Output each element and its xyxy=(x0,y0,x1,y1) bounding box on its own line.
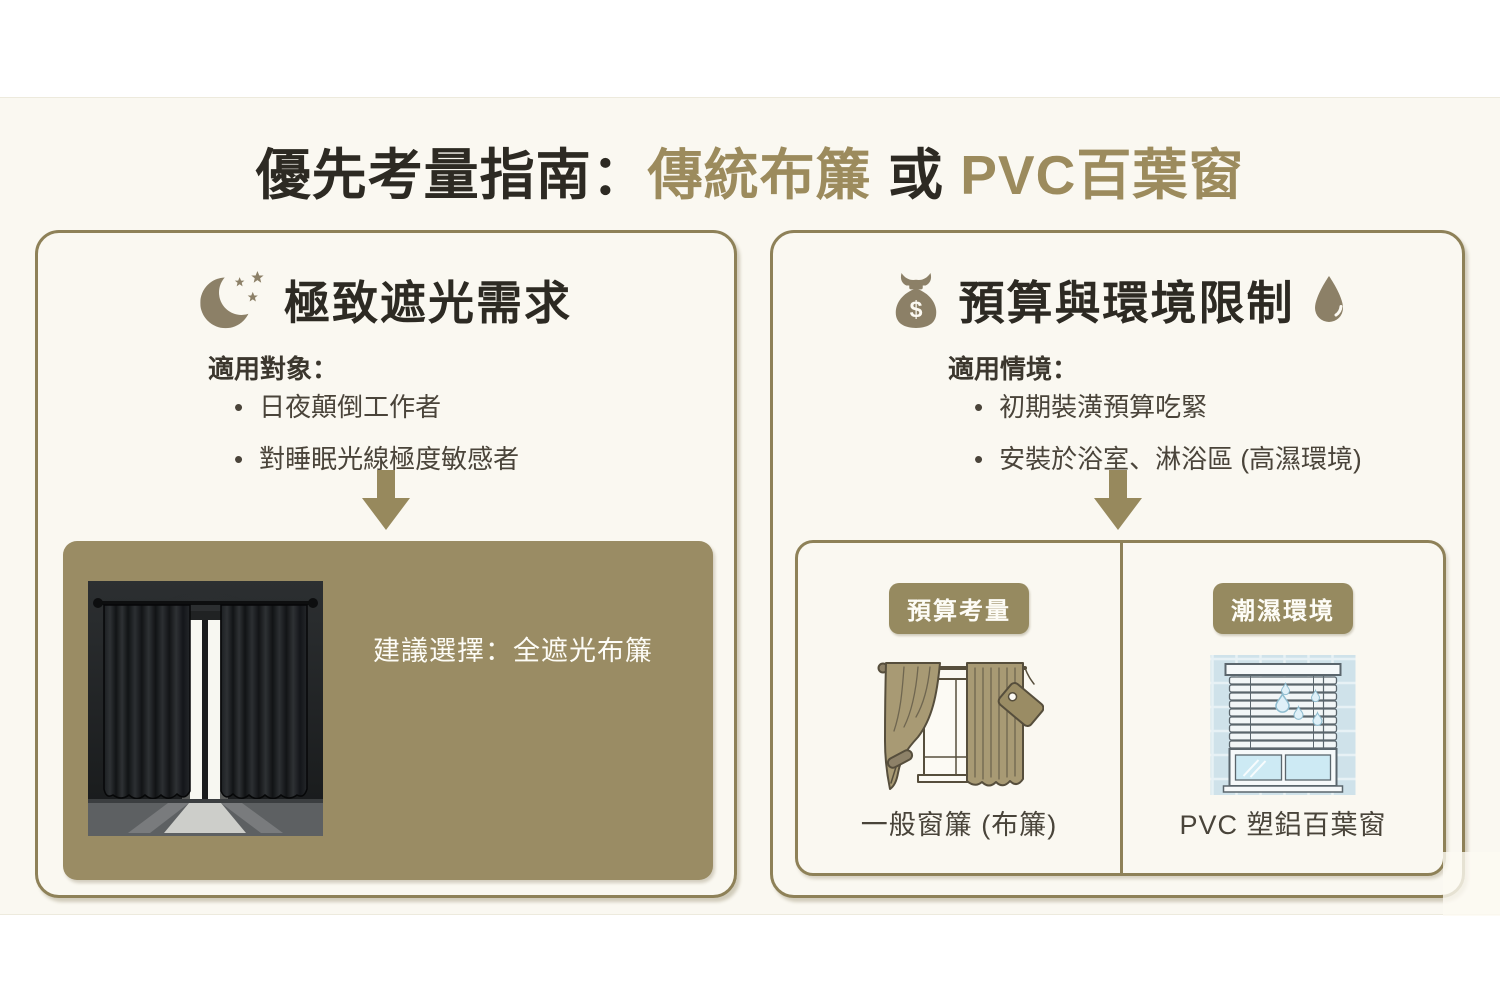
title-main: 優先考量指南： xyxy=(255,144,648,206)
blackout-result-box: 建議選擇：全遮光布簾 xyxy=(63,541,713,880)
options-comparison-box: 預算考量 xyxy=(795,540,1446,876)
title-accent-blinds: PVC百葉窗 xyxy=(960,144,1245,206)
option-humidity-label: PVC 塑鋁百葉窗 xyxy=(1179,810,1387,840)
panel-budget-header: $ 預算與環境限制 xyxy=(773,267,1462,333)
option-budget: 預算考量 xyxy=(798,543,1120,873)
down-arrow-icon-left xyxy=(358,470,414,535)
list-item: 安裝於浴室、淋浴區 (高濕環境) xyxy=(974,439,1362,476)
svg-text:$: $ xyxy=(909,296,922,322)
list-item: 初期裝潢預算吃緊 xyxy=(974,387,1362,424)
blackout-target-list: 日夜顛倒工作者 對睡眠光線極度敏感者 xyxy=(234,387,519,491)
panel-blackout-header: 極致遮光需求 xyxy=(38,267,734,333)
option-humidity: 潮濕環境 xyxy=(1120,543,1443,873)
humidity-badge: 潮濕環境 xyxy=(1213,583,1353,634)
panel-budget-environment: $ 預算與環境限制 適用情境： 初期裝潢預算吃緊 安裝於浴室、淋浴區 (高濕環境… xyxy=(770,230,1465,898)
blackout-recommendation: 建議選擇：全遮光布簾 xyxy=(373,636,653,666)
water-drop-icon xyxy=(1314,276,1343,322)
blackout-curtains-illustration xyxy=(88,581,323,836)
fabric-curtain-price-tag-illustration xyxy=(877,662,1044,790)
panel-budget-title: 預算與環境限制 xyxy=(958,277,1295,329)
option-budget-label: 一般窗簾 (布簾) xyxy=(860,810,1058,840)
corner-fade-patch xyxy=(1443,852,1500,916)
budget-context-list: 初期裝潢預算吃緊 安裝於浴室、淋浴區 (高濕環境) xyxy=(974,387,1362,491)
budget-badge: 預算考量 xyxy=(889,583,1029,634)
down-arrow-icon-right xyxy=(1090,470,1146,535)
pvc-blinds-illustration xyxy=(1210,655,1356,795)
budget-context-label: 適用情境： xyxy=(948,354,1079,384)
moon-stars-icon xyxy=(200,271,264,329)
panel-blackout-need: 極致遮光需求 適用對象： 日夜顛倒工作者 對睡眠光線極度敏感者 xyxy=(35,230,737,898)
money-bag-icon: $ xyxy=(895,273,936,328)
panel-blackout-title: 極致遮光需求 xyxy=(284,277,572,329)
list-item: 對睡眠光線極度敏感者 xyxy=(234,439,519,476)
title-conjunction: 或 xyxy=(871,144,961,206)
title-accent-curtain: 傳統布簾 xyxy=(647,144,872,206)
page-title: 優先考量指南：傳統布簾 或 PVC百葉窗 xyxy=(0,130,1500,210)
list-item: 日夜顛倒工作者 xyxy=(234,387,519,424)
blackout-target-label: 適用對象： xyxy=(208,354,339,384)
